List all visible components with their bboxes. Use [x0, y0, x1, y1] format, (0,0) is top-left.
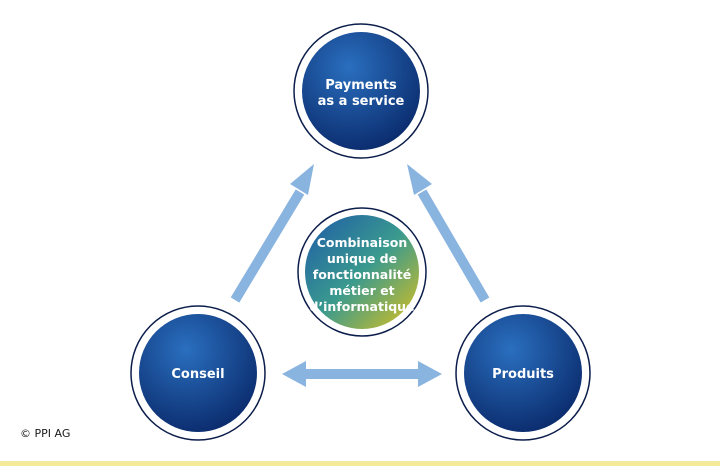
- arrow-conseil-produits-bidirectional: [282, 361, 442, 387]
- node-payments-as-a-service: Payments as a service: [293, 23, 429, 159]
- node-center: Combinaison unique de fonctionnalité mét…: [297, 207, 427, 337]
- center-line-2: unique de: [327, 251, 397, 266]
- payments-line-2: as a service: [318, 94, 405, 109]
- center-line-5: d’informatique: [309, 299, 414, 314]
- produits-label: Produits: [492, 367, 554, 382]
- conseil-label: Conseil: [171, 367, 224, 382]
- center-line-1: Combinaison: [317, 235, 408, 250]
- center-line-4: métier et: [329, 283, 394, 298]
- bottom-rule: [0, 461, 720, 466]
- payments-line-1: Payments: [325, 78, 397, 93]
- arrow-produits-to-payments: [407, 164, 490, 303]
- arrow-conseil-to-payments: [230, 164, 314, 303]
- node-produits: Produits: [455, 305, 591, 441]
- node-conseil: Conseil: [130, 305, 266, 441]
- copyright-text: © PPI AG: [20, 427, 71, 440]
- center-line-3: fonctionnalité: [313, 267, 411, 282]
